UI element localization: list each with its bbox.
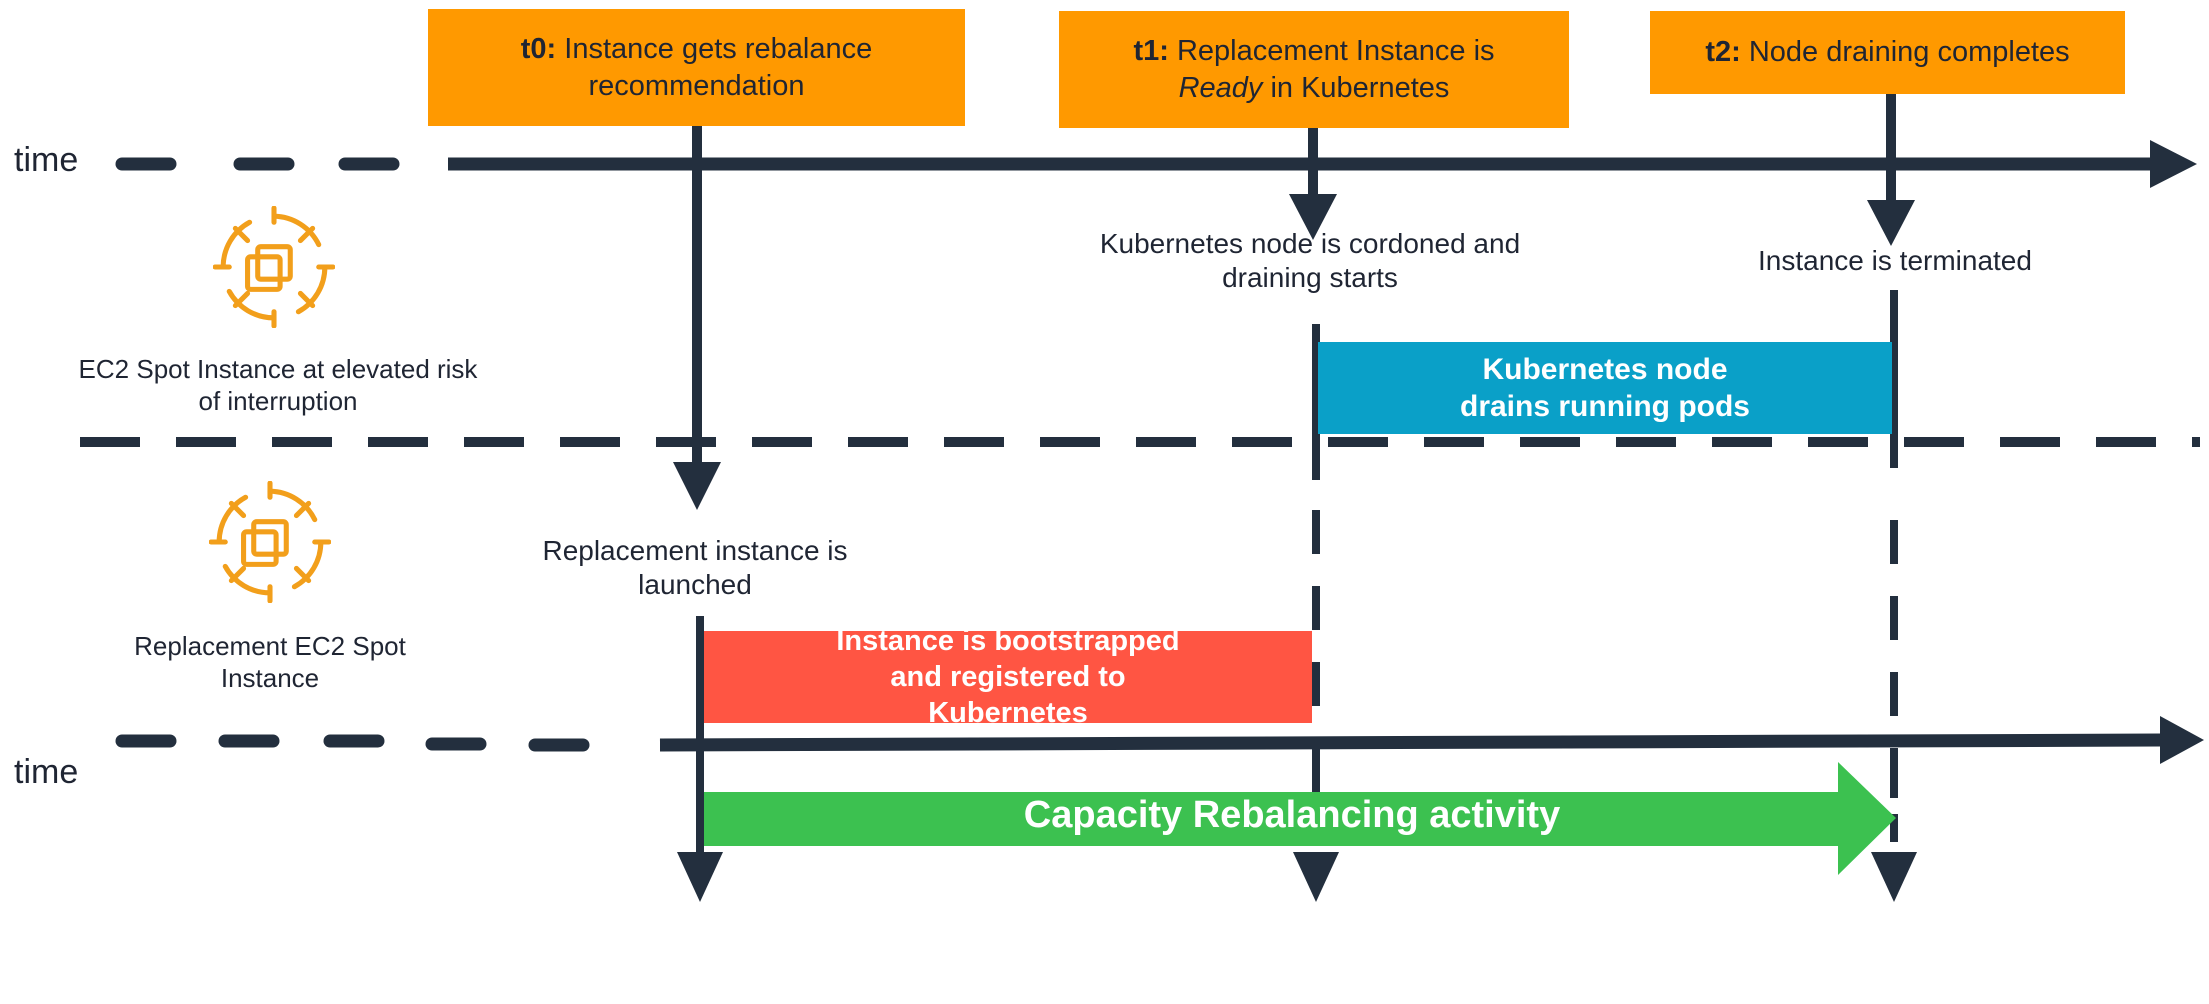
bottom-timeline-arrowhead xyxy=(2160,716,2204,764)
bottom-timeline-line xyxy=(659,733,2166,752)
cordoned-label: Kubernetes node is cordoned and draining… xyxy=(1099,228,1521,294)
capacity-rebalancing-label: Capacity Rebalancing activity xyxy=(1023,794,1561,836)
event-t2-key: t2: xyxy=(1705,36,1741,69)
t1-bottom-arrowhead xyxy=(1293,852,1339,902)
event-t1-key: t1: xyxy=(1133,35,1169,68)
ec2-spot-instance-icon xyxy=(213,206,335,328)
event-t0-key: t0: xyxy=(520,33,557,66)
event-t1-desc-before: Replacement Instance is xyxy=(1176,35,1495,68)
top-timeline-arrowhead xyxy=(2150,140,2197,188)
event-t1-desc-after: in Kubernetes xyxy=(1270,71,1450,104)
capacity-rebalancing-arrow xyxy=(704,762,1896,875)
event-t0-text: t0: Instance gets rebalance recommendati… xyxy=(442,31,951,104)
terminated-label: Instance is terminated xyxy=(1758,245,2032,276)
t0-arrowhead xyxy=(673,462,721,510)
bottom-time-label: time xyxy=(14,753,79,791)
t1-arrowhead xyxy=(1289,194,1337,240)
t2-bottom-arrowhead xyxy=(1871,852,1917,902)
event-t1-italic: Ready xyxy=(1178,71,1263,104)
ec2-spot-instance-icon xyxy=(209,481,331,603)
event-box-t2: t2: Node draining completes xyxy=(1650,11,2125,94)
top-timeline xyxy=(115,140,2197,188)
event-t2-desc: Node draining completes xyxy=(1748,36,2070,69)
bottom-lane-caption: Replacement EC2 Spot Instance xyxy=(134,631,406,693)
launched-label: Replacement instance is launched xyxy=(542,535,848,601)
bootstrap-bar: Instance is bootstrapped and registered … xyxy=(704,625,1312,729)
top-time-label: time xyxy=(14,141,79,179)
t2-arrowhead xyxy=(1867,200,1915,246)
event-t0-desc: Instance gets rebalance recommendation xyxy=(564,33,873,102)
t0-bottom-arrowhead xyxy=(677,852,723,902)
bottom-timeline xyxy=(115,716,2204,764)
top-lane-caption: EC2 Spot Instance at elevated risk of in… xyxy=(78,354,478,416)
drain-bar: Kubernetes node drains running pods xyxy=(1318,342,1892,434)
event-box-t0: t0: Instance gets rebalance recommendati… xyxy=(428,9,965,126)
event-t2-text: t2: Node draining completes xyxy=(1705,34,2069,70)
